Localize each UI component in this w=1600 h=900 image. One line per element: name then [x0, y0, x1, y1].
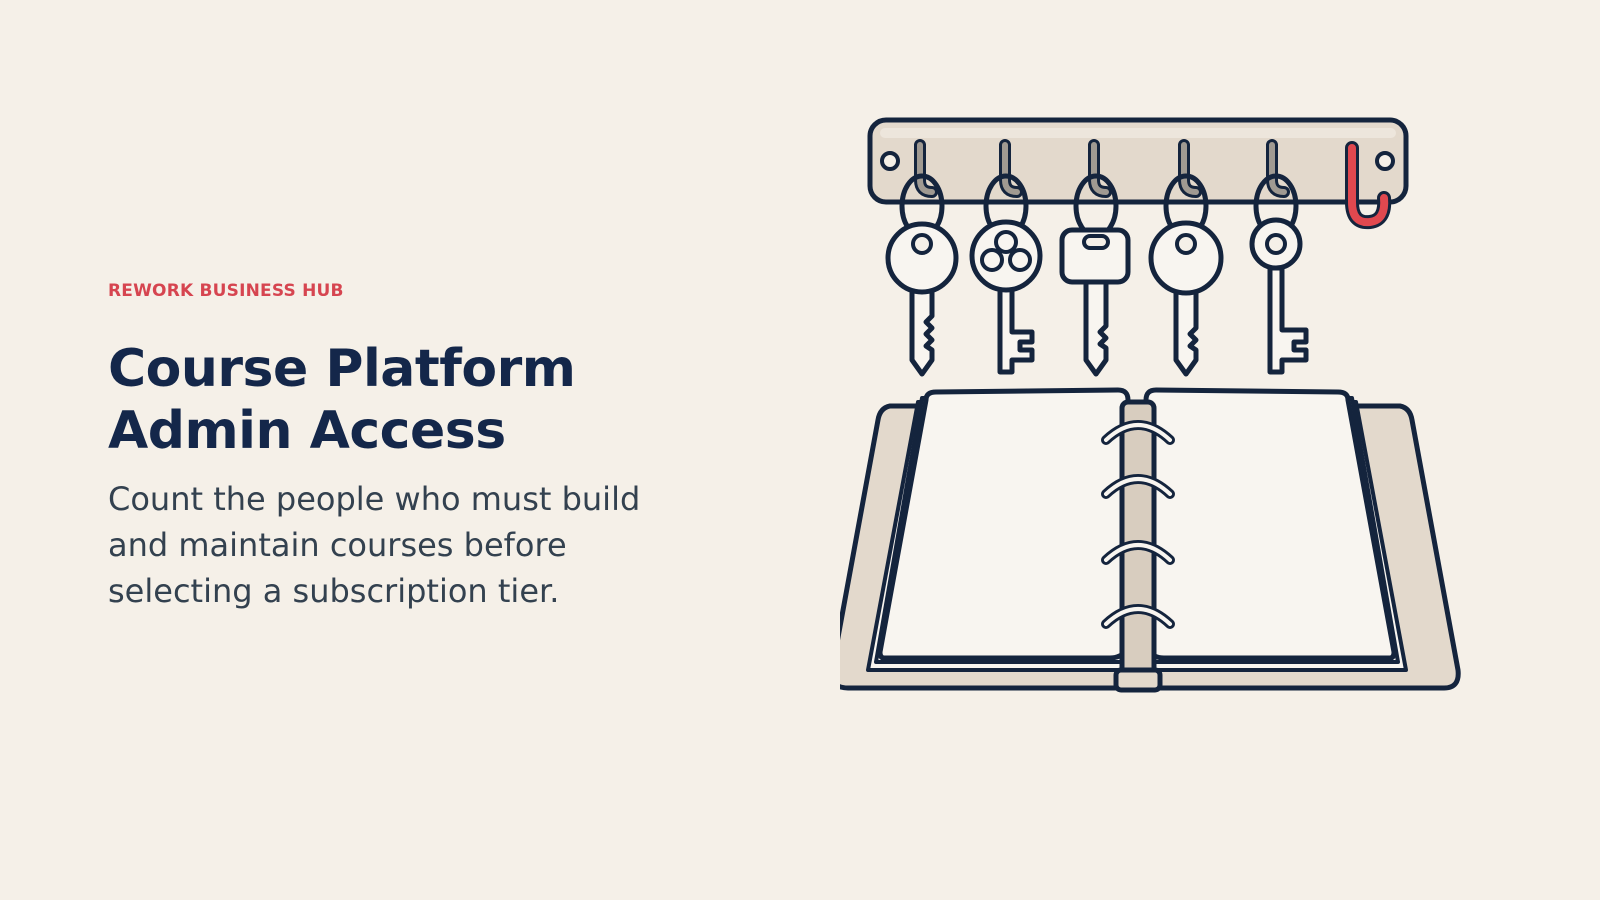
open-binder-icon	[840, 387, 1461, 693]
rack-hooks	[914, 139, 1290, 198]
brand-eyebrow: REWORK BUSINESS HUB	[108, 281, 344, 301]
red-empty-hook-icon	[1345, 141, 1392, 230]
key-rack-icon	[867, 117, 1409, 205]
title-line-2: Admin Access	[108, 401, 506, 461]
page-subtitle: Count the people who must build and main…	[108, 480, 641, 610]
keys-and-binder-illustration	[840, 117, 1461, 693]
key-4-icon	[1148, 176, 1224, 377]
key-5-icon	[1249, 176, 1309, 375]
binder-rings	[1101, 420, 1175, 629]
key-2-icon	[969, 176, 1043, 375]
title-line-1: Course Platform	[108, 339, 576, 399]
page-title: Course Platform Admin Access	[108, 338, 576, 462]
key-3-icon	[1059, 176, 1131, 377]
key-1-icon	[885, 176, 959, 377]
